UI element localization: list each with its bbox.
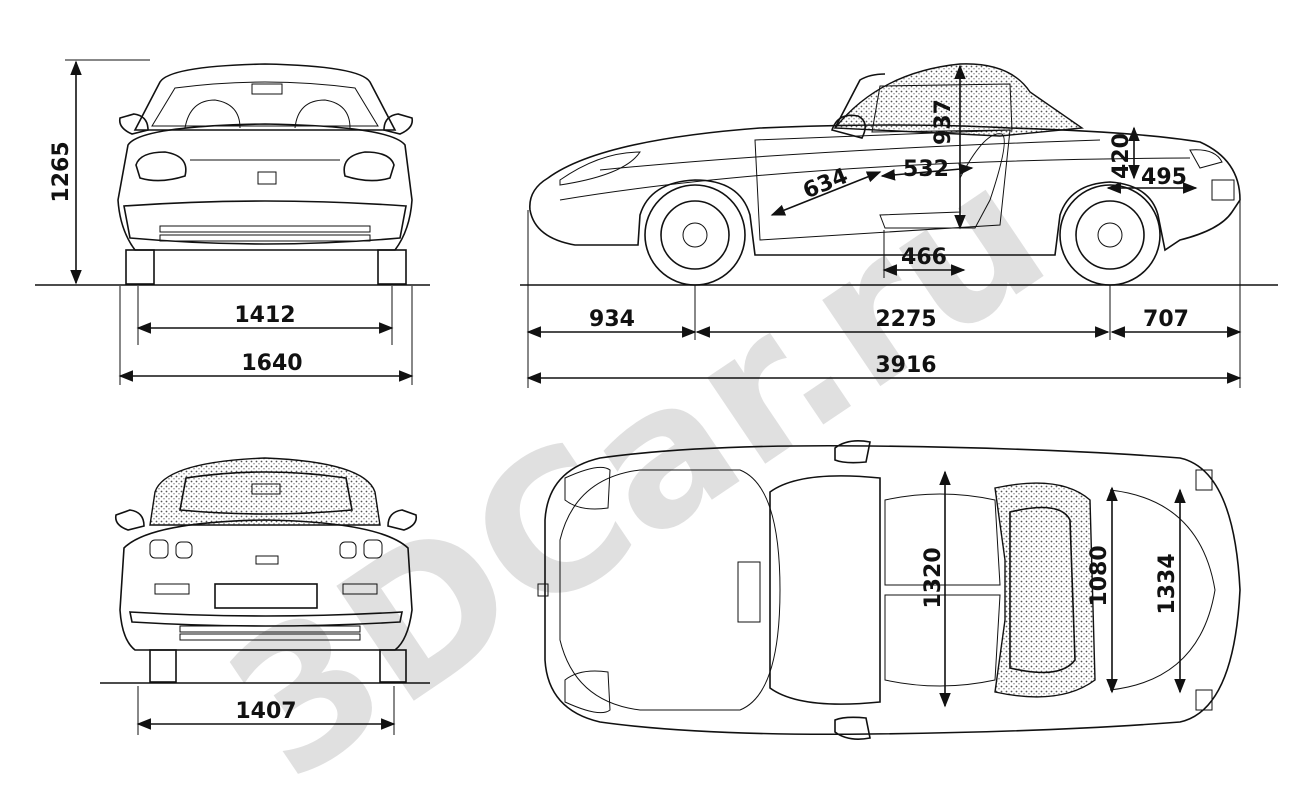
- dim-seat-pedal-line: [770, 171, 882, 216]
- front-view: [117, 63, 414, 285]
- dim-body-width: 1334: [1155, 553, 1180, 614]
- watermark: 3DCar.ru: [191, 121, 1082, 800]
- svg-text:3DCar.ru: 3DCar.ru: [191, 121, 1082, 800]
- dim-front-track: 1412: [234, 303, 295, 328]
- dim-seat-base: 466: [901, 245, 947, 270]
- dim-rear-width: 1080: [1087, 545, 1112, 606]
- dim-seat-depth-line: [880, 163, 974, 181]
- dim-front-height: 1265: [49, 141, 74, 202]
- dim-wheelbase: 2275: [875, 307, 936, 332]
- dim-roof-height: 937: [931, 99, 956, 145]
- dim-rear-track: 1407: [235, 699, 296, 724]
- rear-view: [114, 457, 418, 683]
- dim-front-overhang: 934: [589, 307, 635, 332]
- top-view: [537, 440, 1241, 740]
- dim-cabin-width: 1320: [921, 547, 946, 608]
- dim-seat-depth: 532: [903, 157, 949, 182]
- dim-trunk-length: 495: [1141, 165, 1187, 190]
- dim-trunk-height: 420: [1109, 133, 1134, 179]
- dim-front-width: 1640: [241, 351, 302, 376]
- dim-length: 3916: [875, 353, 936, 378]
- dim-rear-overhang: 707: [1143, 307, 1189, 332]
